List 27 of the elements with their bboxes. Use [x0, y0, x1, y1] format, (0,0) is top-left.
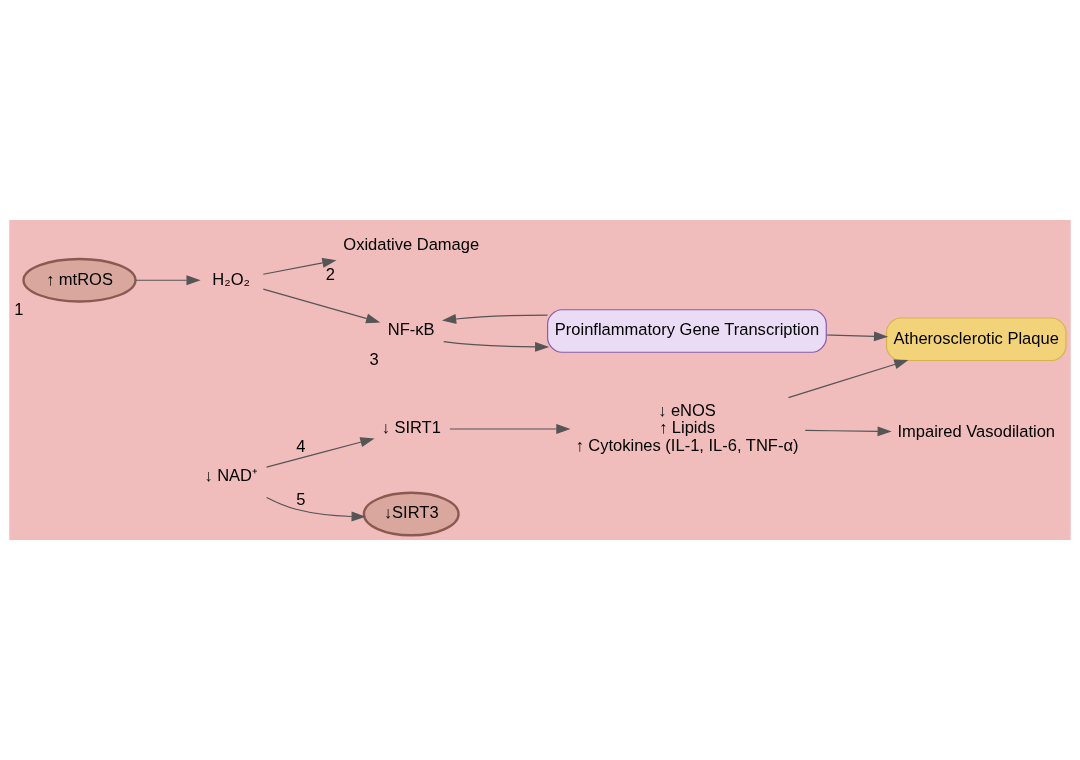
node-ellipse: ↑ mtROS: [22, 257, 137, 303]
arrow: [266, 496, 366, 522]
arrow: [804, 426, 892, 437]
node-box: Atherosclerotic Plaque: [885, 317, 1067, 362]
arrow: [825, 331, 889, 342]
node-text: NF-κB: [387, 320, 435, 340]
node-text: ↓ NAD⁺: [204, 465, 259, 485]
node-box: Proinflammatory Gene Transcription: [547, 309, 827, 353]
arrow: [135, 275, 201, 286]
node-text: ↓ eNOS ↑ Lipids ↑ Cytokines (IL-1, IL-6, TNF-α): [575, 400, 799, 456]
arrow: [787, 359, 909, 399]
arrow: [449, 424, 571, 434]
arrow: [442, 314, 549, 324]
node-text: ↓ SIRT1: [381, 418, 441, 438]
node-label: 1: [14, 299, 24, 319]
arrow: [262, 257, 337, 275]
arrow: [443, 341, 550, 352]
arrow: [262, 288, 381, 324]
edge-label: 5: [296, 489, 306, 509]
node-text: Oxidative Damage: [343, 235, 480, 255]
node-text: Impaired Vasodilation: [897, 421, 1056, 441]
node-ellipse: ↓SIRT3: [362, 491, 460, 537]
arrow: [266, 437, 375, 468]
node-label: 3: [369, 350, 379, 370]
edge-label: 4: [296, 436, 306, 456]
node-text: H₂O₂: [212, 269, 250, 289]
node-label: 2: [325, 265, 335, 285]
